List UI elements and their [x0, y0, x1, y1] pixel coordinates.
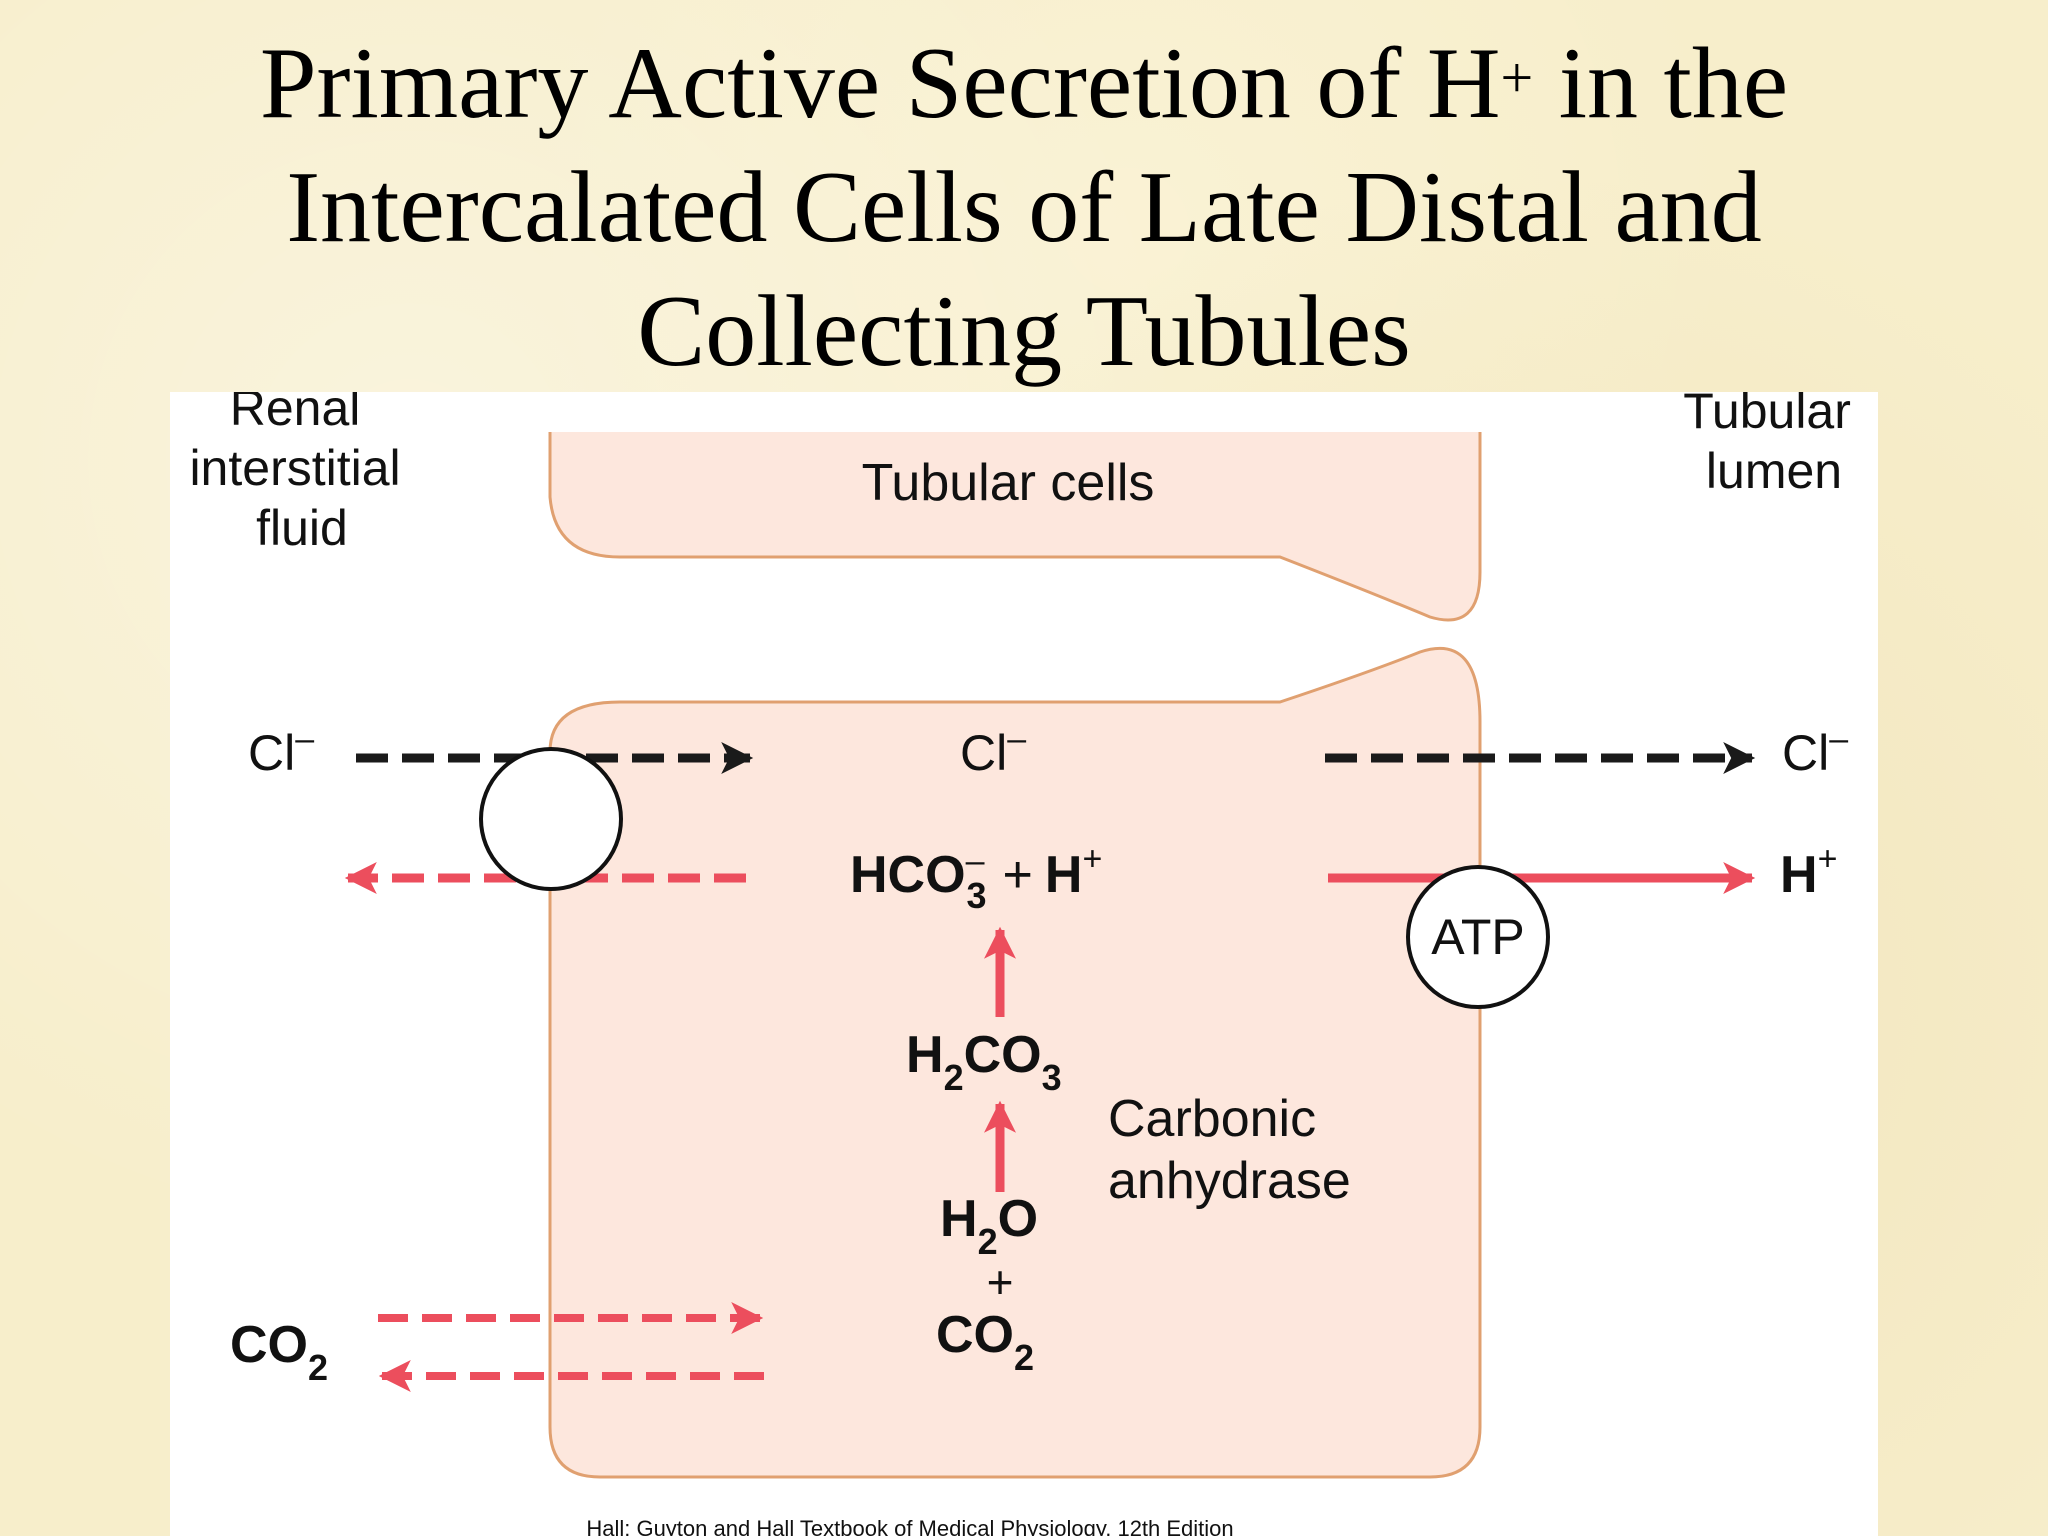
label-cl-cell: Cl– — [960, 720, 1026, 781]
cl-hco3-exchanger — [479, 747, 623, 891]
label-co2-interstitial: CO2 — [230, 1316, 328, 1388]
label-plus-sign: + — [987, 1256, 1014, 1308]
label-co2-cell: CO2 — [936, 1306, 1034, 1378]
label-tubular-lumen: Tubular lumen — [1683, 392, 1865, 499]
title-line-1: Primary Active Secretion of H+ in the — [259, 27, 1789, 140]
figure-citation: Hall: Guyton and Hall Textbook of Medica… — [586, 1516, 1233, 1536]
upper-tubular-cell — [548, 432, 1482, 622]
label-h-lumen: H+ — [1780, 840, 1837, 904]
label-renal-interstitial-fluid: Renal interstitial fluid — [189, 392, 414, 556]
label-carbonic-anhydrase: Carbonic anhydrase — [1108, 1090, 1351, 1210]
label-atp: ATP — [1431, 909, 1525, 965]
diagram-figure: Renal interstitial fluid Tubular cells T… — [170, 392, 1878, 1536]
slide-title: Primary Active Secretion of H+ in the In… — [0, 22, 2048, 394]
label-hco3-plus-h: HCO–3+H+ — [850, 840, 1102, 916]
label-tubular-cells: Tubular cells — [862, 454, 1155, 512]
label-h2co3: H2CO3 — [906, 1026, 1062, 1098]
label-h2o: H2O — [940, 1190, 1038, 1262]
label-cl-lumen: Cl– — [1782, 720, 1848, 781]
atp-pump — [1406, 865, 1550, 1009]
title-line-2: Intercalated Cells of Late Distal and — [286, 151, 1762, 264]
diagram-svg: Renal interstitial fluid Tubular cells T… — [189, 392, 1865, 1536]
label-cl-interstitial: Cl– — [248, 720, 314, 781]
title-line-3: Collecting Tubules — [637, 275, 1411, 388]
